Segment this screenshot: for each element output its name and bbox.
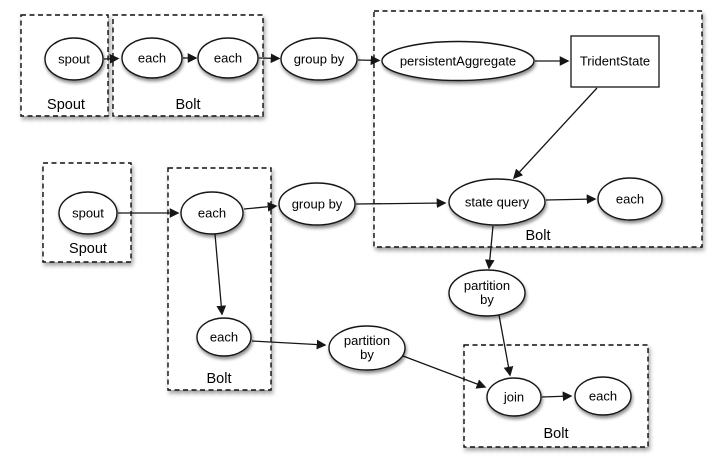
node-join-label: join — [503, 390, 524, 405]
node-trident-state-label: TridentState — [580, 54, 650, 69]
node-each6: each — [574, 376, 632, 416]
node-each3: each — [597, 177, 663, 221]
group-label-bolt-bottom: Bolt — [544, 426, 569, 442]
edge-spout1-each1 — [103, 53, 120, 64]
edge-each5-partitionby2 — [251, 339, 327, 350]
node-each3-shape — [597, 177, 663, 221]
node-groupby2-shape — [278, 182, 356, 226]
node-each5-shape — [196, 317, 252, 357]
node-state-query-label: state query — [465, 195, 530, 210]
edge-each2-groupby1 — [258, 53, 281, 64]
node-spout1: spout — [44, 37, 104, 81]
node-each6-label: each — [589, 389, 617, 404]
node-spout1-shape — [44, 37, 104, 81]
node-each6-shape — [574, 376, 632, 416]
edge-partitionby1-join — [498, 314, 514, 377]
node-state-query: state query — [448, 178, 546, 226]
node-trident-state-shape — [570, 35, 660, 88]
node-each2-label: each — [214, 51, 242, 66]
node-spout2-label: spout — [72, 206, 104, 221]
node-trident-state: TridentState — [570, 35, 660, 88]
node-join-shape — [486, 377, 542, 417]
node-each4-shape — [180, 191, 244, 235]
group-label-bolt-middle: Bolt — [207, 371, 232, 387]
node-each2: each — [197, 37, 259, 79]
node-groupby1-shape — [280, 37, 358, 81]
node-persistent-aggregate-label: persistentAggregate — [400, 54, 516, 69]
group-label-spout-top: Spout — [47, 97, 85, 113]
edge-groupby1-persistentaggregate — [357, 55, 381, 66]
edge-statequery-partitionby1 — [484, 225, 495, 270]
node-partitionby2-label-line2: by — [360, 347, 374, 362]
node-partitionby1-label-line1: partition — [464, 278, 510, 293]
node-persistent-aggregate-shape — [381, 40, 535, 82]
edge-join-each6 — [541, 391, 573, 402]
node-partitionby2-shape — [328, 325, 406, 371]
node-each4-label: each — [198, 206, 226, 221]
node-each2-shape — [197, 37, 259, 79]
node-state-query-shape — [448, 178, 546, 226]
node-spout2-shape — [58, 191, 118, 235]
node-groupby1-label: group by — [294, 52, 345, 67]
node-groupby2: group by — [278, 182, 356, 226]
edge-partitionby2-join — [402, 355, 487, 389]
node-each1-label: each — [138, 51, 166, 66]
edge-each4-each5 — [214, 233, 227, 316]
node-partitionby1: partition by — [448, 269, 526, 317]
group-label-bolt-right: Bolt — [526, 228, 551, 244]
edge-groupby2-statequery — [355, 198, 447, 208]
node-each1: each — [121, 37, 183, 79]
edge-tridentstate-statequery — [513, 87, 598, 180]
node-persistent-aggregate: persistentAggregate — [381, 40, 535, 82]
node-each3-label: each — [616, 192, 644, 207]
node-groupby1: group by — [280, 37, 358, 81]
node-partitionby2: partition by — [328, 325, 406, 371]
node-spout2: spout — [58, 191, 118, 235]
group-label-spout-middle: Spout — [69, 241, 107, 257]
edge-each4-groupby2 — [243, 201, 278, 212]
group-label-bolt-top: Bolt — [176, 97, 201, 113]
node-partitionby1-label-line2: by — [480, 292, 494, 307]
node-spout1-label: spout — [58, 52, 90, 67]
node-each5: each — [196, 317, 252, 357]
node-partitionby2-label-line1: partition — [344, 333, 390, 348]
node-each1-shape — [121, 37, 183, 79]
node-partitionby1-shape — [448, 269, 526, 317]
node-join: join — [486, 377, 542, 417]
node-each5-label: each — [210, 330, 238, 345]
node-each4: each — [180, 191, 244, 235]
edge-statequery-each3 — [545, 194, 597, 205]
node-groupby2-label: group by — [292, 197, 343, 212]
